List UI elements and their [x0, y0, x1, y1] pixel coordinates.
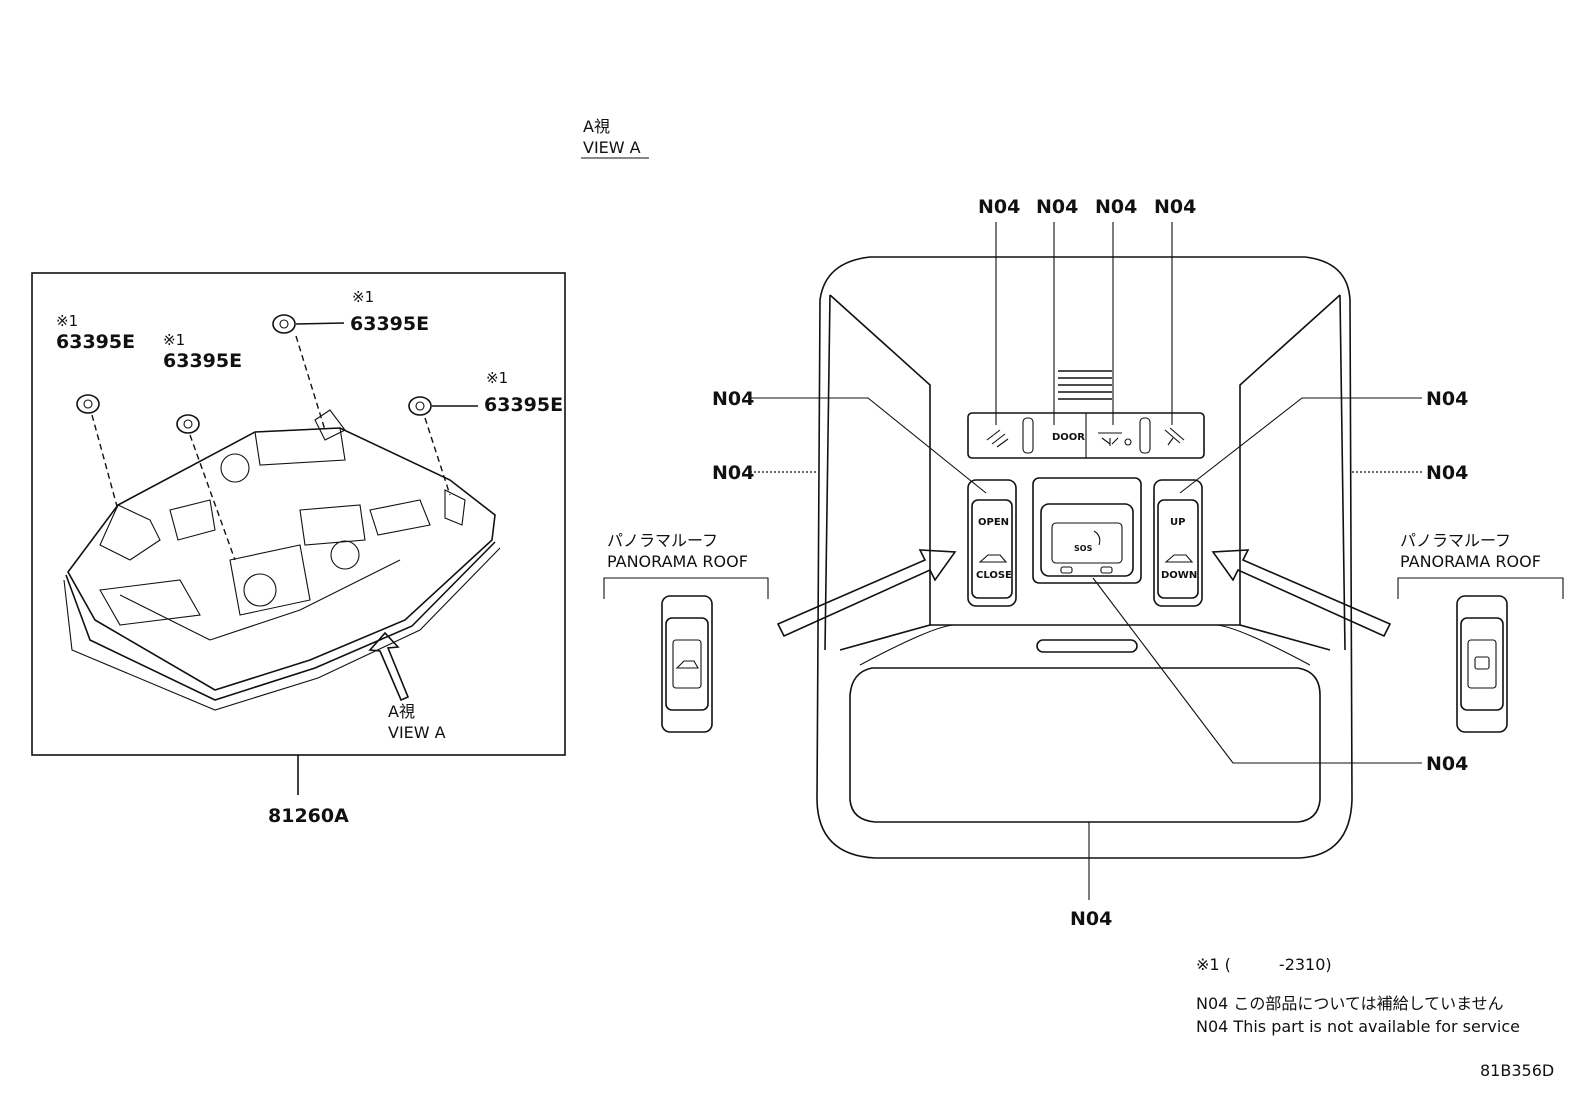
close-button-label: CLOSE — [976, 570, 1012, 581]
view-a-arrow — [368, 631, 410, 702]
arrow-to-up-down — [1211, 549, 1392, 638]
clip-4-part: 63395E — [484, 394, 563, 416]
console-face — [816, 256, 1353, 859]
callout-top-1: N04 — [978, 196, 1020, 218]
arrow-to-open-close — [776, 549, 957, 638]
panorama-switch-left — [661, 595, 713, 733]
view-a-jp-title: A視 — [583, 117, 610, 136]
map-light-left-icon — [986, 429, 1009, 448]
panorama-left-jp: パノラマルーフ — [607, 531, 718, 550]
door-button-label: DOOR — [1052, 432, 1085, 443]
note-applicability: ※1 ( -2310) — [1196, 955, 1332, 974]
panorama-right-en: PANORAMA ROOF — [1400, 552, 1541, 571]
view-a-en-title: VIEW A — [583, 138, 641, 157]
clip-2-part: 63395E — [163, 350, 242, 372]
clip-3-mark: ※1 — [352, 288, 374, 306]
up-button-label: UP — [1170, 517, 1185, 528]
room-light-icon — [1098, 432, 1132, 446]
clip-1: ※1 63395E — [56, 312, 135, 511]
callout-left-upper: N04 — [712, 388, 754, 410]
assembly-part-number: 81260A — [268, 805, 349, 827]
callout-top-4: N04 — [1154, 196, 1196, 218]
callout-top-2: N04 — [1036, 196, 1078, 218]
figure-code: 81B356D — [1480, 1061, 1554, 1080]
clip-3: ※1 63395E — [272, 288, 429, 431]
callout-top-3: N04 — [1095, 196, 1137, 218]
view-a-en-left: VIEW A — [388, 723, 446, 742]
panorama-switch-right — [1456, 595, 1508, 733]
roof-slide-icon — [675, 660, 699, 669]
console-assembly-drawing — [63, 409, 501, 711]
sos-button-label: SOS — [1074, 544, 1093, 553]
clip-1-part: 63395E — [56, 331, 135, 353]
callout-bottom: N04 — [1070, 908, 1112, 930]
note-n04-jp: N04 この部品については補給していません — [1196, 994, 1504, 1013]
clip-4: ※1 63395E — [408, 369, 563, 496]
callout-bottom-right: N04 — [1426, 753, 1468, 775]
shade-icon — [1474, 656, 1490, 670]
clip-2: ※1 63395E — [163, 331, 242, 561]
view-a-jp-left: A視 — [388, 702, 415, 721]
clip-3-part: 63395E — [350, 313, 429, 335]
open-button-label: OPEN — [978, 517, 1009, 528]
down-button-label: DOWN — [1161, 570, 1197, 581]
note-n04-en: N04 This part is not available for servi… — [1196, 1017, 1520, 1036]
callout-right-lower: N04 — [1426, 462, 1468, 484]
panorama-left-en: PANORAMA ROOF — [607, 552, 748, 571]
roof-icon-left — [978, 554, 1008, 563]
clip-1-mark: ※1 — [56, 312, 78, 330]
roof-icon-right — [1164, 554, 1194, 563]
callout-left-lower: N04 — [712, 462, 754, 484]
callout-right-upper: N04 — [1426, 388, 1468, 410]
map-light-right-icon — [1164, 427, 1185, 446]
clip-2-mark: ※1 — [163, 331, 185, 349]
phone-icon — [1093, 530, 1101, 546]
panorama-right-jp: パノラマルーフ — [1400, 531, 1511, 550]
clip-4-mark: ※1 — [486, 369, 508, 387]
